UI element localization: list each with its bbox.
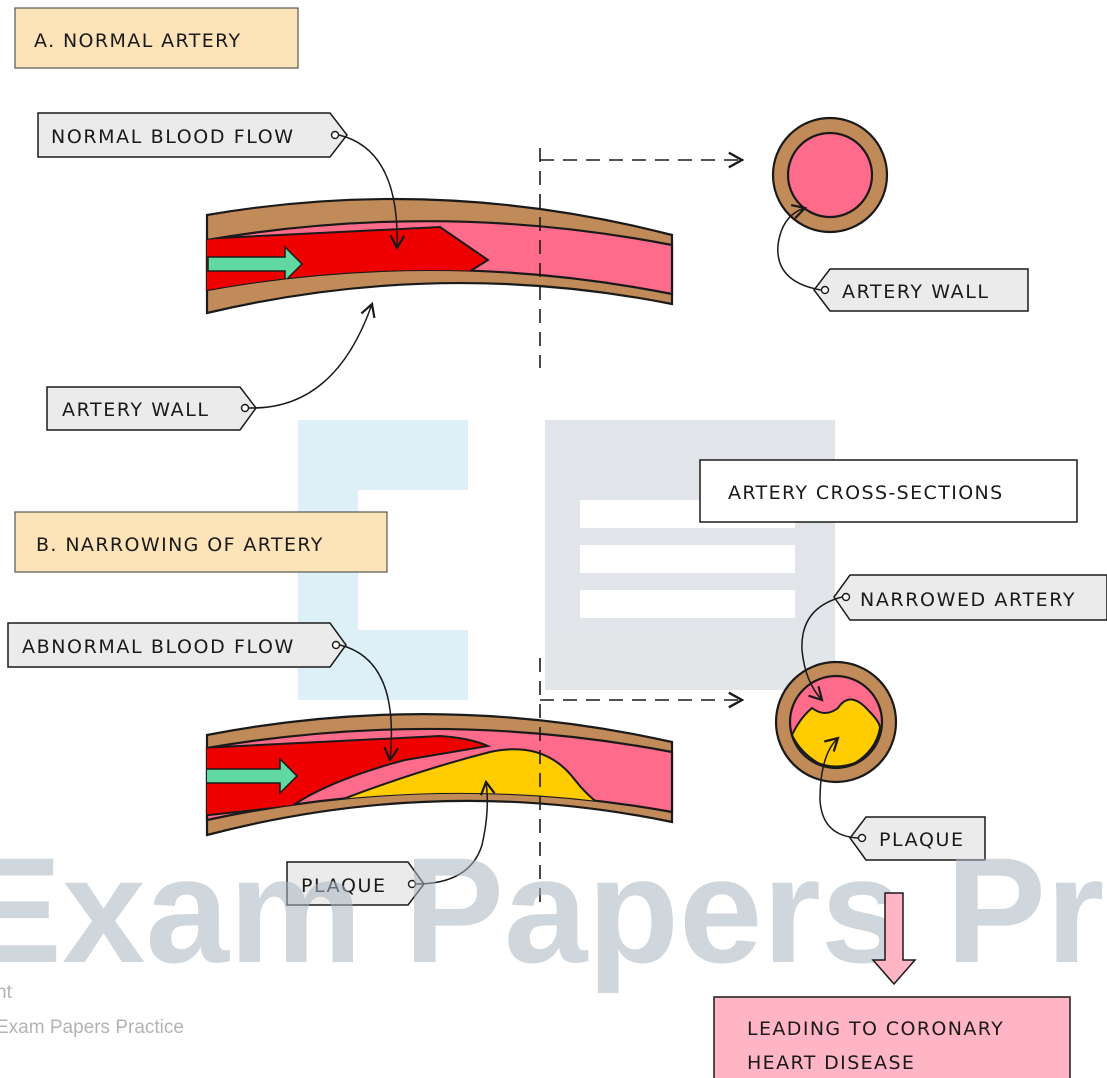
plaque-cross-section xyxy=(790,698,882,768)
cross-section-narrowed xyxy=(774,660,898,784)
artery-wall-label-cross: ARTERY WALL xyxy=(842,281,990,303)
pointer-plaque-b xyxy=(415,779,496,885)
plaque-label-cross: PLAQUE xyxy=(879,829,965,851)
outcome-line-1: LEADING TO CORONARY xyxy=(747,1018,1004,1040)
abnormal-blood-flow-label: ABNORMAL BLOOD FLOW xyxy=(22,636,295,658)
section-b-title: B. NARROWING OF ARTERY xyxy=(14,511,388,573)
watermark-text: Exam Papers Practice xyxy=(0,826,1107,994)
section-b-title-text: B. NARROWING OF ARTERY xyxy=(36,534,324,556)
pointer-normal-blood-flow xyxy=(338,134,406,251)
down-arrow-icon xyxy=(871,892,917,986)
pointer-plaque-cross xyxy=(819,736,859,839)
normal-blood-flow-label: NORMAL BLOOD FLOW xyxy=(51,126,295,148)
cross-section-normal xyxy=(771,116,889,234)
pointer-artery-wall-a xyxy=(248,301,376,409)
narrowed-artery xyxy=(205,713,674,837)
plaque-tag-cross: PLAQUE xyxy=(849,816,986,861)
artery-wall-label-a: ARTERY WALL xyxy=(62,399,210,421)
plaque-tag-b: PLAQUE xyxy=(286,861,425,906)
pointer-artery-wall-cross xyxy=(777,203,822,291)
flow-arrow-icon xyxy=(207,757,299,795)
cross-sections-box: ARTERY CROSS-SECTIONS xyxy=(699,459,1078,523)
outcome-line-2: HEART DISEASE xyxy=(747,1052,915,1074)
section-a-title: A. NORMAL ARTERY xyxy=(14,7,299,69)
watermark-small-2: Exam Papers Practice xyxy=(0,1017,184,1038)
artery-wall-tag-cross: ARTERY WALL xyxy=(813,268,1029,312)
flow-arrow-icon xyxy=(207,245,304,283)
abnormal-blood-flow-tag: ABNORMAL BLOOD FLOW xyxy=(7,622,347,668)
narrowed-artery-tag: NARROWED ARTERY xyxy=(833,574,1107,621)
narrowed-artery-label: NARROWED ARTERY xyxy=(860,589,1076,611)
section-a-title-text: A. NORMAL ARTERY xyxy=(34,30,242,52)
normal-blood-flow-tag: NORMAL BLOOD FLOW xyxy=(37,112,348,158)
pointer-abnormal-blood-flow xyxy=(339,644,399,763)
watermark-small-1: ht xyxy=(0,982,13,1003)
outcome-box: LEADING TO CORONARY HEART DISEASE xyxy=(713,996,1071,1078)
pointer-narrowed-artery xyxy=(801,596,843,702)
normal-artery xyxy=(205,197,674,315)
artery-wall-tag-a: ARTERY WALL xyxy=(46,386,257,431)
cross-sections-label: ARTERY CROSS-SECTIONS xyxy=(728,482,1004,504)
plaque-label-b: PLAQUE xyxy=(301,875,387,897)
